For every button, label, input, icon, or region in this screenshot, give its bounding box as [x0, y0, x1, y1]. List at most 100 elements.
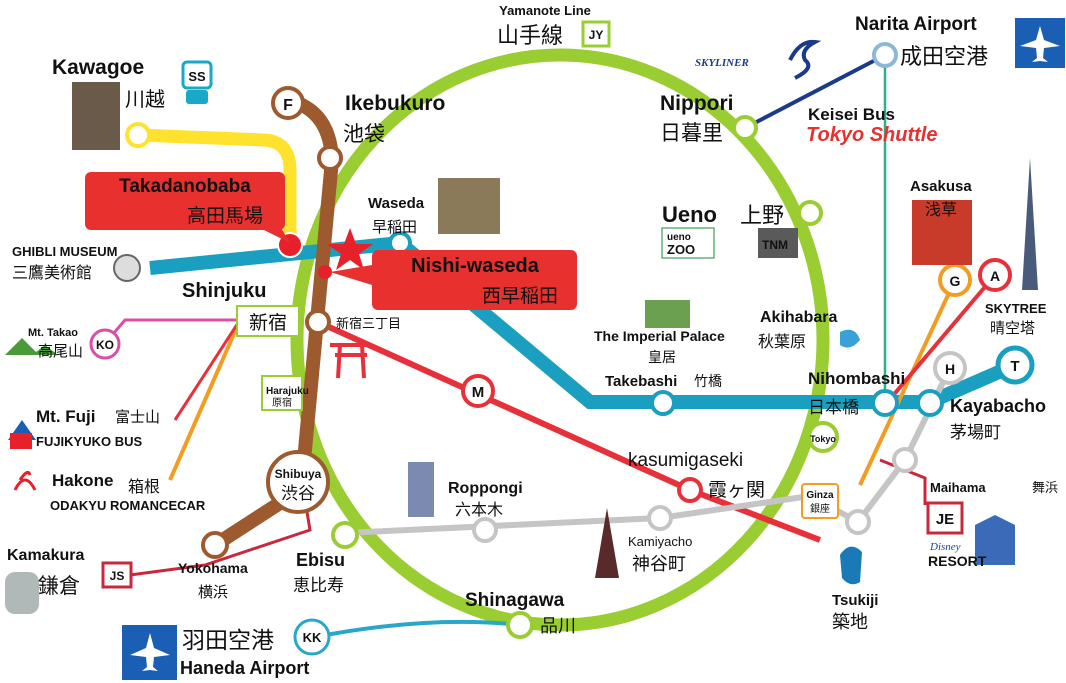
station-node-shinagawa[interactable]: [506, 611, 534, 639]
station-node-tsukiji[interactable]: [845, 509, 871, 535]
je-box: [926, 501, 964, 535]
keikyu-badge[interactable]: [293, 618, 331, 656]
ss-train-icon: [186, 90, 208, 104]
station-node-nippori[interactable]: [732, 115, 758, 141]
ss-box: [181, 60, 213, 90]
station-node-nihombashi[interactable]: [871, 389, 899, 417]
marunouchi-badge-letter: M: [472, 384, 485, 401]
je-box-text: JE: [936, 511, 954, 528]
station-node-kamiyacho[interactable]: [647, 505, 673, 531]
shinjuku-sanchome-label: 新宿三丁目: [336, 316, 401, 332]
kamiyacho-label-en: Kamiyacho: [628, 534, 692, 549]
line-badges: F M G A H T KO KK: [89, 86, 1035, 656]
ginza-line: [858, 279, 957, 486]
ghibli-label-en: GHIBLI MUSEUM: [12, 244, 117, 259]
ebisu-label-ja: 恵比寿: [293, 576, 344, 596]
kamiyacho-label-ja: 神谷町: [632, 554, 686, 575]
haneda-label-ja: 羽田空港: [182, 628, 274, 654]
tozai-badge-letter: T: [1010, 358, 1019, 375]
fuji-bus-line: [173, 319, 242, 421]
station-node-roppongi[interactable]: [472, 517, 498, 543]
jy-box-text: JY: [589, 28, 604, 42]
station-node-ikebukuro[interactable]: [317, 145, 343, 171]
kamakura-label-en: Kamakura: [7, 547, 84, 564]
harajuku-label-ja: 原宿: [272, 396, 292, 409]
ueno-label-en: Ueno: [662, 202, 717, 227]
station-node-nishi-waseda[interactable]: [318, 265, 332, 279]
waseda-building-icon: [438, 178, 500, 234]
marunouchi-badge[interactable]: [461, 374, 495, 408]
hibiya-badge[interactable]: [933, 351, 967, 385]
js-box-text: JS: [110, 569, 125, 583]
waseda-label-ja: 早稲田: [372, 218, 417, 236]
kasumigaseki-label-en: kasumigaseki: [628, 450, 743, 471]
fukutoshin-badge-letter: F: [283, 97, 293, 114]
chuo-line: [168, 319, 242, 481]
tsukiji-label-ja: 築地: [832, 612, 868, 633]
akihabara-label-ja: 秋葉原: [758, 332, 806, 351]
nihombashi-label-ja: 日本橋: [808, 398, 859, 418]
station-node-kasumigaseki[interactable]: [677, 477, 703, 503]
station-node-shibuya[interactable]: [266, 450, 330, 514]
disney-brand-label: Disney: [929, 541, 961, 553]
asakusa-temple-icon: [912, 200, 972, 265]
nishi-waseda-label-en: Nishi-waseda: [411, 255, 540, 277]
yokohama-label-ja: 横浜: [198, 583, 228, 601]
station-node-ebisu[interactable]: [331, 521, 359, 549]
nippori-label-ja: 日暮里: [660, 121, 723, 145]
asakusa-label-ja: 浅草: [925, 200, 957, 219]
station-node-kawagoe[interactable]: [125, 122, 151, 148]
waseda-label-en: Waseda: [368, 195, 425, 212]
ginza-label-box: [801, 483, 839, 519]
station-node-shinjuku-sanchome[interactable]: [305, 309, 331, 335]
skyliner-logo: SKYLINER: [695, 39, 822, 80]
disney-resort-label: RESORT: [928, 553, 987, 569]
hakone-train-label: ODAKYU ROMANCECAR: [50, 498, 206, 513]
station-node-tokyo[interactable]: [807, 421, 839, 453]
js-box: [101, 561, 133, 589]
fuji-bus-icon: [10, 433, 32, 449]
kamakura-label-ja: 鎌倉: [38, 574, 80, 598]
ginza-label-ja: 銀座: [810, 502, 830, 515]
station-node-ueno[interactable]: [797, 200, 823, 226]
shinagawa-label-en: Shinagawa: [465, 590, 565, 611]
jy-box: [581, 20, 611, 48]
tozai-badge[interactable]: [995, 345, 1035, 385]
haneda-airplane-icon: [122, 625, 177, 680]
hakone-label-en: Hakone: [52, 471, 113, 490]
hakone-onsen-icon: [13, 470, 37, 491]
star-icon: [327, 228, 373, 270]
fuji-label-en: Mt. Fuji: [36, 407, 95, 426]
kawagoe-label-ja: 川越: [125, 87, 165, 111]
keikyu-line: [314, 619, 521, 639]
skytree-icon: [1022, 158, 1038, 290]
kayabacho-label-ja: 茅場町: [950, 423, 1001, 443]
keio-line: [106, 318, 240, 341]
haneda-label-en: Haneda Airport: [180, 658, 309, 678]
tnm-museum-icon: [758, 228, 798, 258]
kamakura-buddha-icon: [5, 572, 39, 614]
imperial-palace-label-ja: 皇居: [648, 350, 676, 366]
ueno-label-ja: 上野: [740, 204, 784, 229]
asakusa-badge[interactable]: [978, 258, 1012, 292]
fukutoshin-badge[interactable]: [271, 86, 305, 120]
ueno-zoo-icon: [661, 227, 715, 259]
station-node-yokohama[interactable]: [201, 531, 229, 559]
station-node-kayabacho[interactable]: [916, 389, 944, 417]
takao-label-ja: 高尾山: [38, 342, 83, 360]
ikebukuro-label-ja: 池袋: [343, 122, 385, 146]
ueno-zoo-label-b: ZOO: [667, 242, 695, 257]
shinjuku-label-en: Shinjuku: [182, 280, 266, 302]
jr-code-boxes: JY JS JE SS: [101, 20, 964, 589]
odakyu-badge-text: KO: [96, 338, 114, 352]
station-node-takebashi[interactable]: [650, 390, 676, 416]
station-node-hibiya-h[interactable]: [892, 447, 918, 473]
shibuya-label-en: Shibuya: [275, 467, 322, 481]
kawagoe-label-en: Kawagoe: [52, 56, 144, 79]
odakyu-badge[interactable]: [89, 328, 121, 360]
yamanote-label-ja: 山手線: [497, 24, 563, 49]
keisei-bus-label: Keisei Bus: [808, 105, 895, 124]
asakusa-label-en: Asakusa: [910, 178, 972, 195]
station-node-narita[interactable]: [872, 42, 898, 68]
